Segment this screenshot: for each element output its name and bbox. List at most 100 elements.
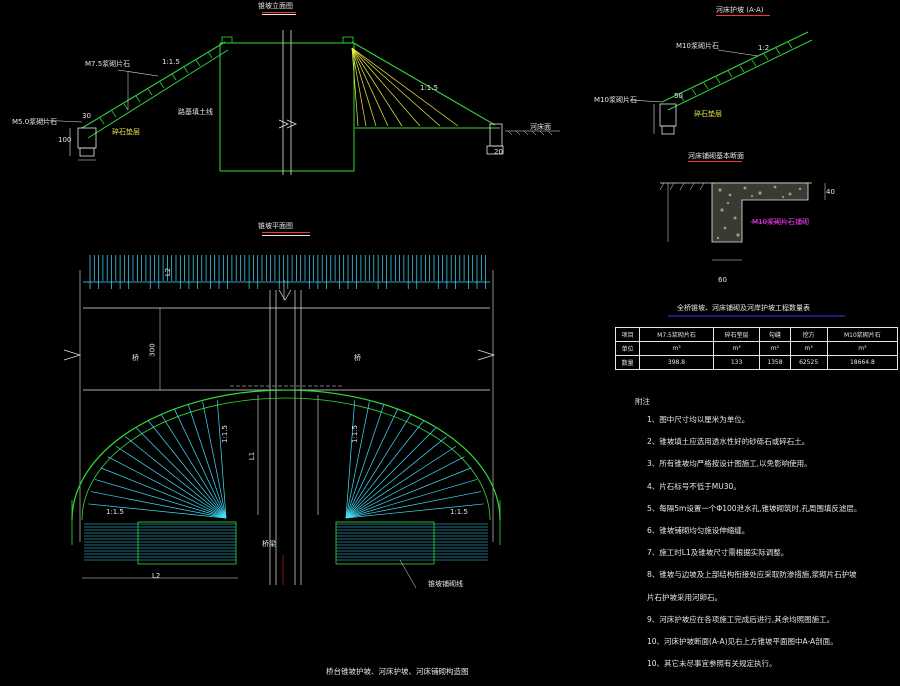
dim-l2: L2	[152, 572, 161, 580]
fan-line	[147, 420, 227, 519]
dim-60: 60	[718, 276, 727, 284]
note-item: 2、锥坡填土应选用透水性好的砂砾石或碎石土。	[647, 437, 810, 447]
title-plan: 锥坡平面图	[258, 222, 293, 230]
riverbed-slope-section	[629, 31, 813, 135]
cone-slope-plan	[63, 255, 501, 589]
fan-line	[345, 404, 385, 519]
quantity-table: 项目 M7.5浆砌片石 碎石垫层 勾缝 挖方 M10浆砌片石 单位 m³ m³ …	[614, 327, 899, 370]
table-cell: m³	[789, 341, 828, 356]
fan-line	[345, 491, 482, 519]
note-item: 6、锥坡铺砌均匀施设伸缩缝。	[647, 525, 750, 535]
label-right-tag: 桥	[354, 354, 361, 362]
note-item: 3、所有锥坡均严格按设计图施工,以免影响使用。	[647, 459, 812, 469]
table-cell: 1358	[759, 355, 791, 370]
fan-line	[345, 400, 356, 519]
fan-line	[173, 408, 227, 519]
fan-line	[100, 467, 227, 519]
fan-line	[345, 467, 472, 519]
label-m5-base: M5.0浆砌片石	[12, 118, 58, 126]
label-gravel: 碎石垫层	[112, 128, 140, 136]
notes-block: 附注 1、图中尺寸均以厘米为单位。 2、锥坡填土应选用透水性好的砂砾石或碎石土。…	[635, 396, 861, 680]
label-m10-pave: M10浆砌片石铺砌	[752, 218, 809, 226]
dim-100: 100	[58, 136, 72, 144]
fan-line	[345, 420, 425, 519]
stone-texture	[716, 185, 802, 240]
riverbed-paving-section	[659, 182, 826, 261]
fan-line	[94, 479, 227, 519]
fan-line	[136, 427, 227, 519]
base-hatch-left	[84, 523, 236, 561]
label-slope-2: 1:2	[758, 44, 770, 52]
note-item: 4、片石标号不低于MU30。	[647, 481, 741, 491]
fan-line	[345, 401, 370, 519]
table-cell: m³	[639, 341, 714, 356]
fan-line	[88, 503, 227, 519]
fan-line	[345, 503, 484, 519]
label-m10-base: M10浆砌片石	[594, 96, 637, 104]
table-row: 项目 M7.5浆砌片石 碎石垫层 勾缝 挖方 M10浆砌片石	[614, 327, 899, 342]
table-cell: M10浆砌片石	[826, 327, 899, 342]
label-base-right: 1:1.5	[450, 508, 468, 516]
table-cell: m³	[826, 341, 899, 356]
note-item: 9、河床护坡应在各项施工完成后进行,其余均照图施工。	[647, 614, 835, 624]
label-slope-right: 1:1.5	[350, 425, 359, 443]
note-item: 10、河床护坡断面(A-A)见右上方锥坡平面图中A-A剖面。	[647, 636, 838, 646]
fan-line	[345, 456, 465, 519]
label-slope-15b: 1:1.5	[420, 84, 438, 92]
fan-line	[187, 404, 227, 519]
fan-line	[345, 427, 436, 519]
dim-300: 300	[148, 343, 157, 357]
fan-line	[115, 445, 227, 519]
table-cell: 398.8	[639, 355, 714, 370]
drawing-title: 桥台锥坡护坡、河床护坡、河床铺砌构造图	[326, 667, 469, 676]
label-base-left: 1:1.5	[106, 508, 124, 516]
fan-line	[345, 413, 412, 519]
base-hatch-right	[336, 523, 488, 561]
fan-lines-left	[88, 400, 227, 519]
title-elevation: 锥坡立面图	[258, 2, 293, 10]
title-underline	[688, 161, 742, 162]
title-underline-2	[262, 14, 296, 15]
fan-line	[345, 445, 457, 519]
table-row: 单位 m³ m³ m² m³ m³	[614, 341, 899, 356]
table-cell: 62525	[789, 355, 828, 370]
dim-l2-top: L2	[164, 267, 173, 277]
fan-line	[160, 413, 227, 519]
title-riverbed-aa: 河床护坡 (A-A)	[716, 6, 764, 14]
table-cell: 碎石垫层	[712, 327, 761, 342]
table-cell: m²	[759, 341, 791, 356]
table-row: 数量 398.8 133 1358 62525 18664.8	[614, 355, 899, 370]
fan-line	[345, 436, 447, 519]
label-bottom-tag: 锥坡铺砌线	[428, 580, 463, 588]
fan-line	[202, 401, 227, 519]
table-cell: 18664.8	[826, 355, 899, 370]
table-cell: 数量	[614, 355, 641, 370]
title-paving-section: 河床铺砌基本断面	[688, 152, 744, 160]
dim-30: 30	[82, 112, 91, 120]
note-item: 8、锥坡与边坡及上部结构衔接处应采取防渗措施,浆砌片石护坡	[647, 570, 857, 580]
label-center-tag: 桥梁	[262, 540, 276, 548]
label-riverbed: 河床面	[530, 123, 551, 131]
dim-20: 20	[494, 148, 503, 156]
slope-hatch	[99, 51, 213, 125]
table-cell: M7.5浆砌片石	[639, 327, 714, 342]
title-underline	[716, 15, 770, 16]
note-item: 7、施工时L1及锥坡尺寸需根据实际调整。	[647, 548, 789, 558]
notes-title: 附注	[635, 397, 650, 406]
cone-slope-elevation	[39, 30, 560, 175]
fan-line	[345, 479, 478, 519]
dim-40: 40	[826, 188, 835, 196]
fan-line	[345, 408, 399, 519]
fan-line	[90, 491, 227, 519]
title-underline	[262, 232, 310, 233]
fan-lines-elevation	[351, 47, 459, 127]
table-cell: 单位	[614, 341, 641, 356]
note-item: 5、每隔5m设置一个Φ100泄水孔,锥坡砌筑时,孔周围填反滤层。	[647, 503, 862, 513]
title-underline	[262, 12, 296, 13]
note-item: 片石护坡采用河卵石。	[647, 592, 722, 602]
note-item: 1、图中尺寸均以厘米为单位。	[647, 415, 750, 424]
table-cell: 勾缝	[759, 327, 791, 342]
table-cell: 挖方	[789, 327, 828, 342]
dim-50: 50	[674, 92, 683, 100]
